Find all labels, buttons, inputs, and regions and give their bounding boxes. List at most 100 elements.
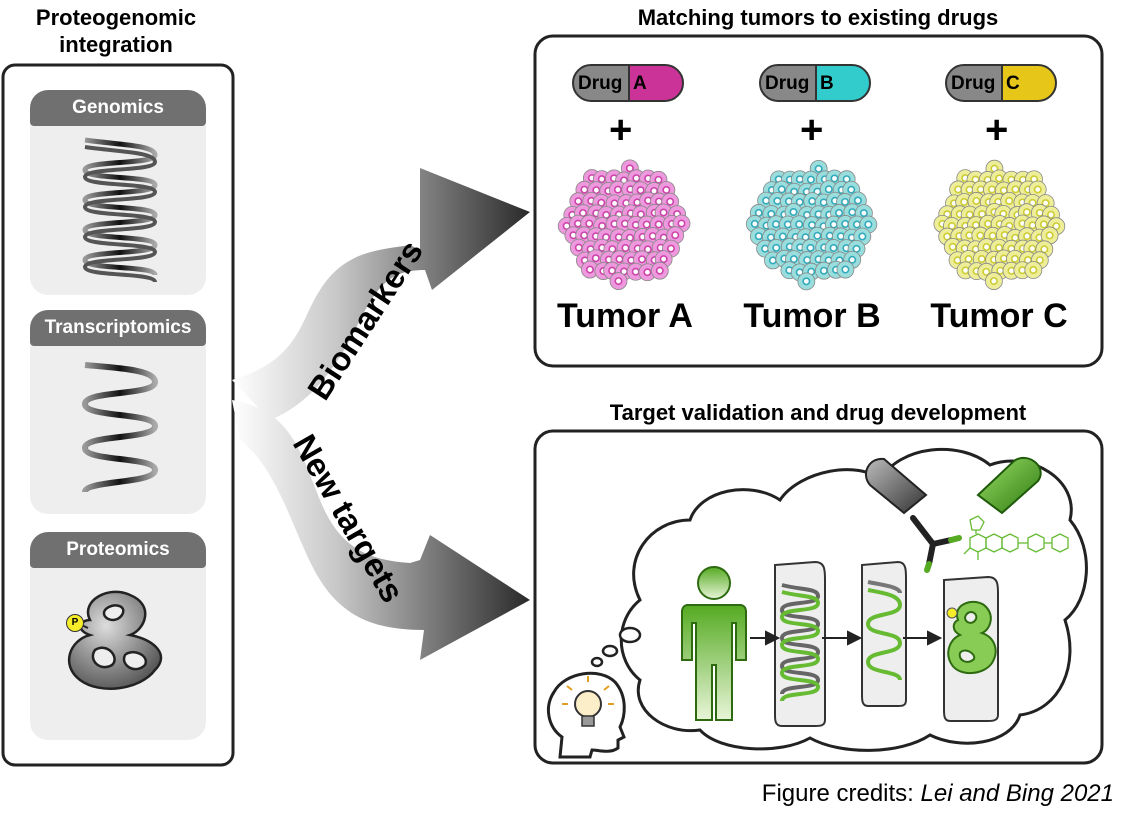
head-lightbulb-icon	[546, 671, 626, 759]
tumor-cell-nucleus	[948, 242, 957, 251]
tumor-cell-nucleus	[591, 254, 600, 263]
tumor-cell-nucleus	[795, 220, 804, 229]
tumor-cell-nucleus	[613, 185, 622, 194]
left-title: Proteogenomic integration	[0, 4, 232, 58]
drug-b-word: Drug	[765, 73, 810, 94]
tumor-cell-nucleus	[778, 232, 787, 241]
plus-sign-a: +	[609, 108, 633, 152]
drug-a-letter: A	[633, 73, 647, 94]
tumor-cell-nucleus	[989, 277, 998, 286]
tumor-cell-nucleus	[1052, 222, 1061, 231]
tumor-cell-nucleus	[777, 185, 786, 194]
tumor-cell-nucleus	[659, 255, 668, 264]
tumor-a-label: Tumor A	[557, 297, 693, 335]
plus-sign-c: +	[985, 108, 1009, 152]
left-title-line1: Proteogenomic	[35, 5, 197, 30]
tumor-cell-nucleus	[643, 268, 652, 277]
tumor-cell-nucleus	[1005, 196, 1014, 205]
drug-a-word: Drug	[578, 73, 623, 94]
tumor-cell-nucleus	[960, 198, 969, 207]
tumor-cell-nucleus	[772, 243, 781, 252]
protein-validation-panel	[943, 575, 999, 722]
tumor-cell-nucleus	[666, 197, 675, 206]
tumor-b-cluster	[745, 159, 878, 291]
tumor-cell-nucleus	[795, 198, 804, 207]
tumor-cell-nucleus	[1022, 208, 1031, 217]
tumor-cell-nucleus	[598, 221, 607, 230]
tumor-cell-nucleus	[655, 266, 664, 275]
figure-credits: Figure credits: Lei and Bing 2021	[762, 780, 1114, 808]
tumor-cell-nucleus	[813, 231, 822, 240]
tumor-cell-nucleus	[654, 175, 663, 184]
drug-capsule-b	[759, 64, 871, 102]
tumor-cell-nucleus	[659, 208, 668, 217]
rna-validation-panel	[861, 560, 907, 707]
tumor-cell-nucleus	[636, 210, 645, 219]
tumor-cell-nucleus	[1011, 185, 1020, 194]
tumor-cell-nucleus	[977, 255, 986, 264]
drug-capsule-c	[945, 64, 1057, 102]
top-right-title: Matching tumors to existing drugs	[637, 5, 999, 30]
new-targets-arrow	[232, 400, 530, 660]
tumor-cell-nucleus	[585, 265, 594, 274]
credits-prefix: Figure credits:	[761, 780, 921, 807]
transcriptomics-label: Transcriptomics	[30, 310, 206, 346]
phospho-label: P	[71, 617, 79, 628]
tumor-cell-nucleus	[841, 197, 850, 206]
tumor-cell-nucleus	[848, 255, 857, 264]
tumor-cell-nucleus	[972, 196, 981, 205]
tumor-cell-nucleus	[965, 210, 974, 219]
genomics-label: Genomics	[30, 90, 206, 126]
tumor-cell-nucleus	[806, 243, 815, 252]
tumor-cell-nucleus	[574, 197, 583, 206]
tumor-cell-nucleus	[1045, 231, 1054, 240]
tumor-cell-nucleus	[841, 265, 850, 274]
biomarkers-arrow	[232, 168, 530, 420]
dna-validation-panel	[774, 560, 826, 727]
genomics-panel	[30, 96, 206, 295]
tumor-cell-nucleus	[789, 208, 798, 217]
tumor-cell-nucleus	[943, 232, 952, 241]
drug-capsule-a	[572, 64, 684, 102]
tumor-cell-nucleus	[814, 164, 823, 173]
drug-c-word: Drug	[951, 73, 996, 94]
plus-sign-b: +	[800, 108, 824, 152]
credits-citation: Lei and Bing 2021	[920, 780, 1115, 807]
tumor-cell-nucleus	[597, 175, 606, 184]
tumor-cell-nucleus	[859, 209, 868, 218]
drug-c-letter: C	[1006, 73, 1020, 94]
tumor-cell-nucleus	[643, 245, 652, 254]
tumor-cell-nucleus	[806, 175, 815, 184]
drug-b-letter: B	[820, 73, 834, 94]
proteomics-label: Proteomics	[30, 532, 206, 568]
tumor-cell-nucleus	[1033, 185, 1042, 194]
tumor-cell-nucleus	[1029, 266, 1038, 275]
tumor-cell-nucleus	[614, 277, 623, 286]
tumor-cell-nucleus	[819, 266, 828, 275]
tumor-cell-nucleus	[585, 219, 594, 228]
tumor-cell-nucleus	[1035, 256, 1044, 265]
tumor-cell-nucleus	[1023, 232, 1032, 241]
antibody-icon	[910, 515, 962, 573]
tumor-c-cluster	[933, 159, 1066, 290]
tumor-cell-nucleus	[1046, 210, 1055, 219]
tumor-cell-nucleus	[662, 185, 671, 194]
gray-capsule-icon	[865, 457, 928, 515]
tumor-cell-nucleus	[1010, 254, 1019, 263]
tumor-cell-nucleus	[671, 231, 680, 240]
phospho-badge: P	[66, 614, 84, 632]
tumor-cell-nucleus	[625, 164, 634, 173]
tumor-cell-nucleus	[789, 255, 798, 264]
tumor-cell-nucleus	[636, 186, 645, 195]
tumor-b-label: Tumor B	[743, 297, 881, 335]
tumor-cell-nucleus	[666, 244, 675, 253]
tumor-cell-nucleus	[830, 174, 839, 183]
dna-double-helix-icon	[82, 137, 158, 284]
tumor-cell-nucleus	[995, 243, 1004, 252]
tumor-cell-nucleus	[677, 219, 686, 228]
tumor-cell-nucleus	[754, 232, 763, 241]
tumor-cell-nucleus	[802, 277, 811, 286]
tumor-c-label: Tumor C	[930, 297, 1068, 335]
tumor-cell-nucleus	[638, 255, 647, 264]
